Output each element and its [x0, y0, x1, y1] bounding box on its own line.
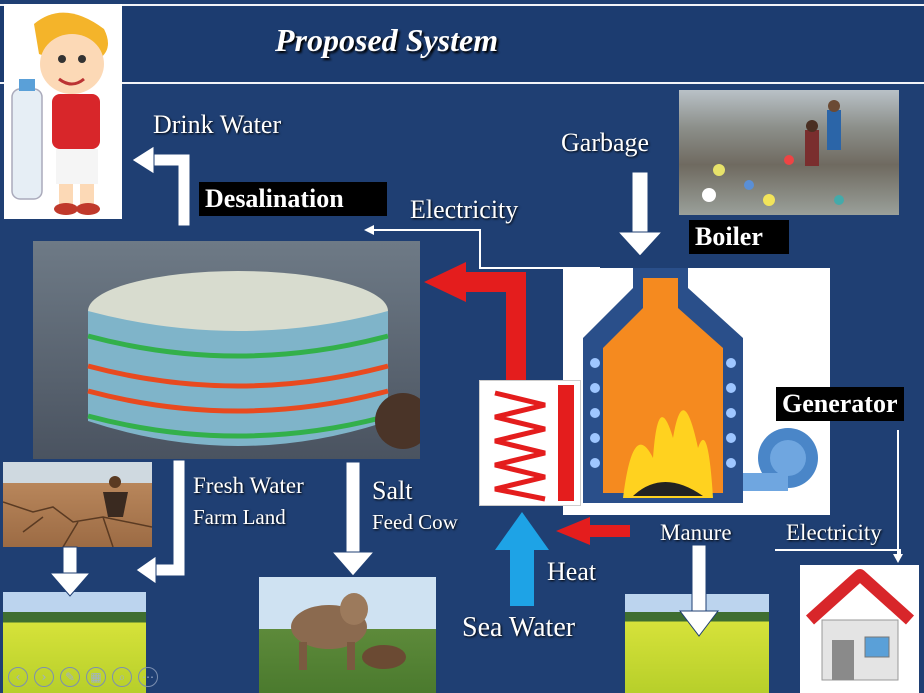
feed-cow-label: Feed Cow	[372, 510, 458, 534]
boiler-image	[563, 268, 830, 515]
cracked-soil-image	[3, 462, 152, 547]
boiler-furnace-icon	[583, 268, 818, 503]
farm-land-label: Farm Land	[193, 505, 286, 529]
boy-with-bottle-icon	[11, 12, 108, 215]
desalination-tank-icon	[87, 271, 420, 449]
cow-image	[259, 577, 436, 693]
boy-with-bottle-image	[4, 4, 122, 219]
page-title: Proposed System	[275, 22, 499, 58]
cow-icon	[291, 593, 406, 670]
previous-icon[interactable]: ‹	[8, 667, 28, 687]
pen-icon[interactable]: ✎	[60, 667, 80, 687]
garbage-dump-image	[679, 90, 899, 215]
generator-label: Generator	[776, 387, 904, 421]
next-icon[interactable]: ›	[34, 667, 54, 687]
desalination-label: Desalination	[199, 182, 387, 216]
generator-icon	[743, 428, 818, 491]
garbage-dump-icon	[702, 100, 844, 206]
slides-icon[interactable]: ▦	[86, 667, 106, 687]
sea-water-label: Sea Water	[462, 612, 576, 643]
heat-exchanger	[479, 380, 581, 506]
title-band	[0, 4, 924, 84]
electricity-right-label: Electricity	[786, 520, 882, 545]
cracked-soil-icon	[3, 476, 152, 547]
heat-coil-icon	[494, 385, 574, 502]
fresh-water-label: Fresh Water	[193, 473, 304, 498]
desalination-tank-image	[33, 241, 420, 459]
drink-water-label: Drink Water	[153, 110, 282, 139]
manure-label: Manure	[660, 520, 732, 545]
presentation-controls[interactable]: ‹ › ✎ ▦ ⌕ ⋯	[8, 667, 164, 687]
salt-label: Salt	[372, 476, 413, 505]
garbage-label: Garbage	[561, 128, 650, 157]
heat-label: Heat	[547, 557, 597, 586]
boiler-label: Boiler	[689, 220, 789, 254]
more-icon[interactable]: ⋯	[138, 667, 158, 687]
house-image	[800, 565, 919, 693]
house-icon	[805, 569, 915, 681]
electricity-top-label: Electricity	[410, 195, 519, 224]
zoom-icon[interactable]: ⌕	[112, 667, 132, 687]
